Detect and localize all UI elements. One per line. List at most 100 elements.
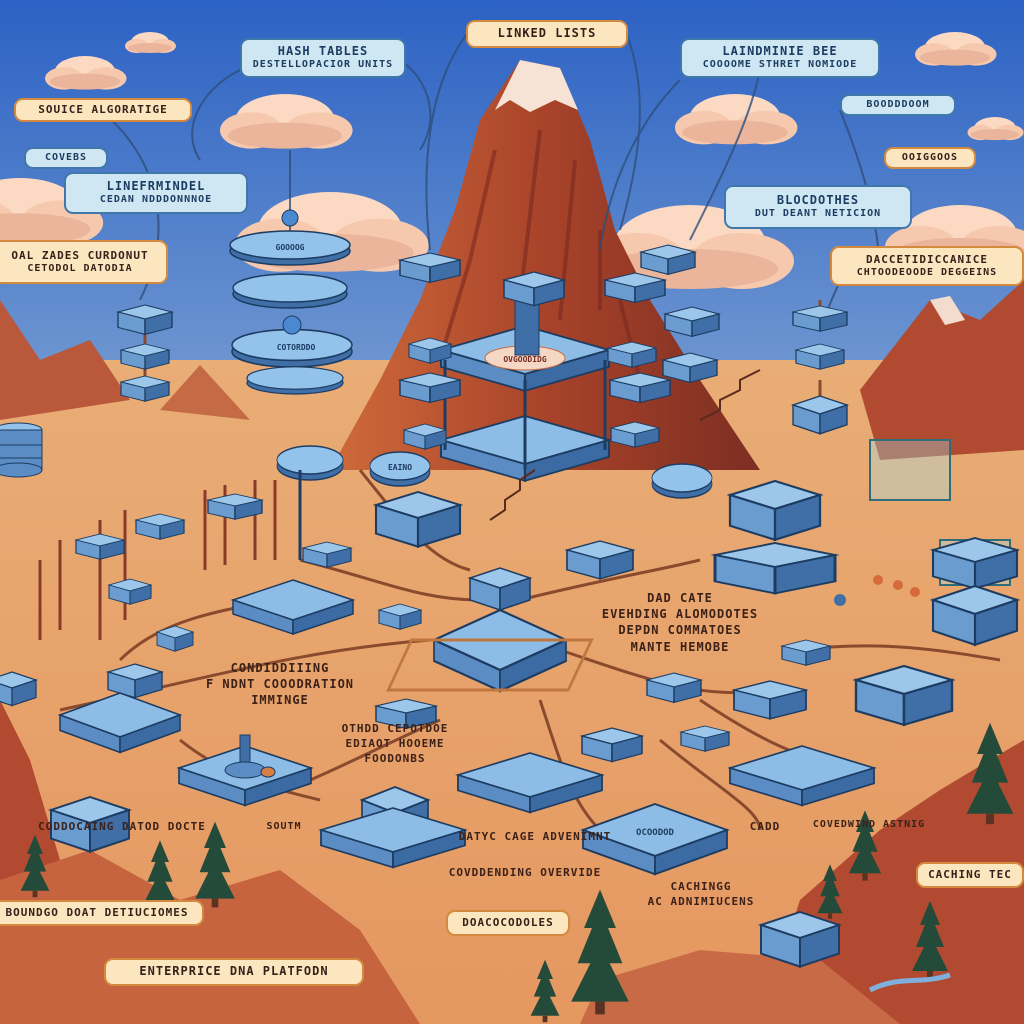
server-stack <box>0 422 43 478</box>
sourn-annotation: SOUTM <box>266 821 302 832</box>
scaffold-frame <box>38 480 277 640</box>
disc-label: COTORDDO <box>277 343 316 352</box>
snow-peak <box>495 60 578 112</box>
overview-annotation: COVDDENDING OVERVIDE <box>448 866 602 879</box>
data-block-icon <box>795 343 845 370</box>
covers-text: COVEBS <box>44 152 88 164</box>
data-block-icon <box>566 540 634 580</box>
data-block-icon <box>399 372 461 404</box>
staircase <box>489 369 761 521</box>
decorodoles-label: DOACOCODOLES <box>446 910 570 936</box>
boundary-label: BOUNDGO DOAT DETIUCIOMES <box>0 900 204 926</box>
data-block-icon <box>662 352 718 384</box>
data-block-icon <box>403 423 447 450</box>
right-mid-sub: CHTOODEOODE DEGGEINS <box>856 266 998 278</box>
linked-lists-label: LINKED LISTS <box>466 20 628 48</box>
data-block-icon <box>931 536 1019 590</box>
cards-annotation: CADD <box>749 820 781 833</box>
data-disc-icon <box>232 273 348 309</box>
borodoom-label: BOODDDOOM <box>840 94 956 116</box>
covering-annotation: COVEDWIND ASTNIG <box>812 819 926 830</box>
data-block-icon <box>733 680 807 720</box>
boundary-text: BOUNDGO DOAT DETIUCIOMES <box>5 905 189 919</box>
data-disc-icon <box>276 445 344 481</box>
data-block-icon <box>374 490 462 548</box>
left-mid-title: OAL ZADES CURDONUT <box>11 248 149 262</box>
sorting-sub: COOOOME STHRET NOMIODE <box>702 59 858 71</box>
data-block-icon <box>680 725 730 752</box>
ooiggoos-text: OOIGGOOS <box>901 152 959 164</box>
inheritance-title: LINEFRMINDEL <box>106 179 206 194</box>
data-block-icon <box>207 493 263 520</box>
data-block-icon <box>640 244 696 276</box>
left-mid-sub: CETODOL DATODIA <box>27 262 133 274</box>
joystick-icon <box>224 734 276 779</box>
center-annotation: DAD CATE EVEHDING ALOMODOTES DEPDN COMMA… <box>601 591 759 654</box>
middle-annotation: OTHDD CEPOTDOE EDIAOT HOOEME FOODONBS <box>341 722 449 765</box>
disc-label: GOOOOG <box>276 243 305 252</box>
data-block-icon <box>120 375 170 402</box>
data-block-icon <box>792 305 848 332</box>
data-block-icon <box>646 672 702 704</box>
left-annotation: CONDIDDIIING F NDNT COOODRATION IMMINGE <box>205 661 355 708</box>
data-block-icon <box>399 252 461 284</box>
caching-tech-text: CACHING TEC <box>928 867 1012 881</box>
central-mountain <box>330 60 760 470</box>
sorting-title: LAINDMINIE BEE <box>722 44 838 59</box>
data-block-icon <box>604 272 666 304</box>
data-block-icon <box>781 639 831 666</box>
right-mid-title: DACCETIDICCANICE <box>866 252 988 266</box>
data-block-icon <box>854 664 954 726</box>
data-block-icon <box>503 271 565 307</box>
data-block-icon <box>120 343 170 370</box>
data-block-icon <box>108 578 152 605</box>
data-block-icon <box>581 727 643 763</box>
enterprise-text: ENTERPRICE DNA PLATFODN <box>139 964 329 979</box>
data-block-icon <box>792 395 848 435</box>
data-block-icon <box>469 567 531 611</box>
data-block-icon <box>610 421 660 448</box>
enterprise-label: ENTERPRICE DNA PLATFODN <box>104 958 364 986</box>
data-block-icon <box>75 533 125 560</box>
data-cache-annotation: DATYC CAGE ADVENIMNT <box>458 830 612 843</box>
caching-tech-label: CACHING TEC <box>916 862 1024 888</box>
data-block-icon <box>408 337 452 364</box>
data-block-icon <box>664 306 720 338</box>
source-algorithms-label: SOUICE ALGORATIGE <box>14 98 192 122</box>
decorodoles-text: DOACOCODOLES <box>462 915 554 929</box>
right-mountain <box>860 280 1024 460</box>
data-block-icon <box>107 663 163 699</box>
inheritance-sub: CEDAN NDDDONNNOE <box>99 194 213 206</box>
blockchain-title: BLOCDOTHES <box>776 193 860 208</box>
data-block-icon <box>609 372 671 404</box>
stream <box>868 972 951 993</box>
linked-lists-text: LINKED LISTS <box>497 26 597 41</box>
data-block-icon <box>728 479 822 541</box>
disc-label: OVGOODIDG <box>503 355 547 364</box>
hash-tables-title: HASH TABLES <box>277 44 369 59</box>
node-ball <box>281 209 299 227</box>
disc-label: EAINO <box>388 463 412 472</box>
data-block-icon <box>760 911 840 968</box>
ooiggoos-label: OOIGGOOS <box>884 147 976 169</box>
data-disc-icon <box>246 366 344 395</box>
central-tower <box>439 299 611 482</box>
data-block-icon <box>302 541 352 568</box>
data-block-icon <box>117 304 173 336</box>
borodoom-text: BOODDDOOM <box>866 99 930 111</box>
data-block-icon <box>713 541 837 595</box>
blockchain-sub: DUT DEANT NETICION <box>754 208 882 220</box>
data-disc-icon <box>651 463 713 499</box>
covers-label: COVEBS <box>24 147 108 169</box>
rover-figures <box>834 575 920 606</box>
data-block-icon <box>156 625 194 652</box>
data-block-icon <box>931 584 1019 646</box>
caching-annotation: CACHINGG AC ADNIMIUCENS <box>647 880 755 908</box>
